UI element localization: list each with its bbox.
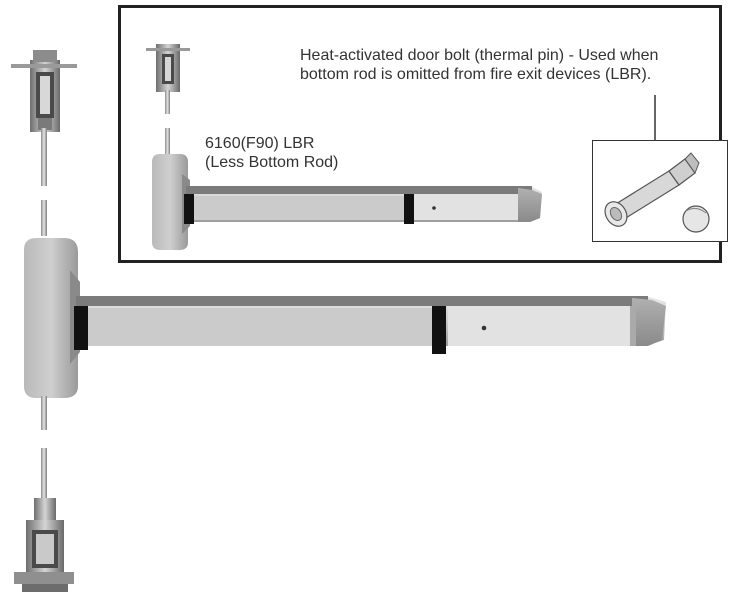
pin-cap-icon bbox=[682, 205, 710, 233]
top-latch-icon bbox=[146, 44, 190, 92]
model-label: 6160(F90) LBR (Less Bottom Rod) bbox=[205, 134, 338, 172]
top-latch-icon bbox=[11, 50, 77, 132]
thermal-pin-caption-line2: bottom rod is omitted from fire exit dev… bbox=[300, 66, 652, 83]
push-bar bbox=[74, 296, 666, 354]
thermal-pin-icon bbox=[604, 152, 700, 227]
model-label-line2: (Less Bottom Rod) bbox=[205, 154, 339, 171]
model-label-line1: 6160(F90) LBR bbox=[205, 135, 315, 152]
thermal-pin-panel bbox=[592, 140, 728, 242]
thermal-pin-caption-line1: Heat-activated door bolt (thermal pin) -… bbox=[300, 47, 659, 64]
bottom-latch-icon bbox=[14, 498, 74, 592]
thermal-pin-caption: Heat-activated door bolt (thermal pin) -… bbox=[300, 46, 658, 84]
